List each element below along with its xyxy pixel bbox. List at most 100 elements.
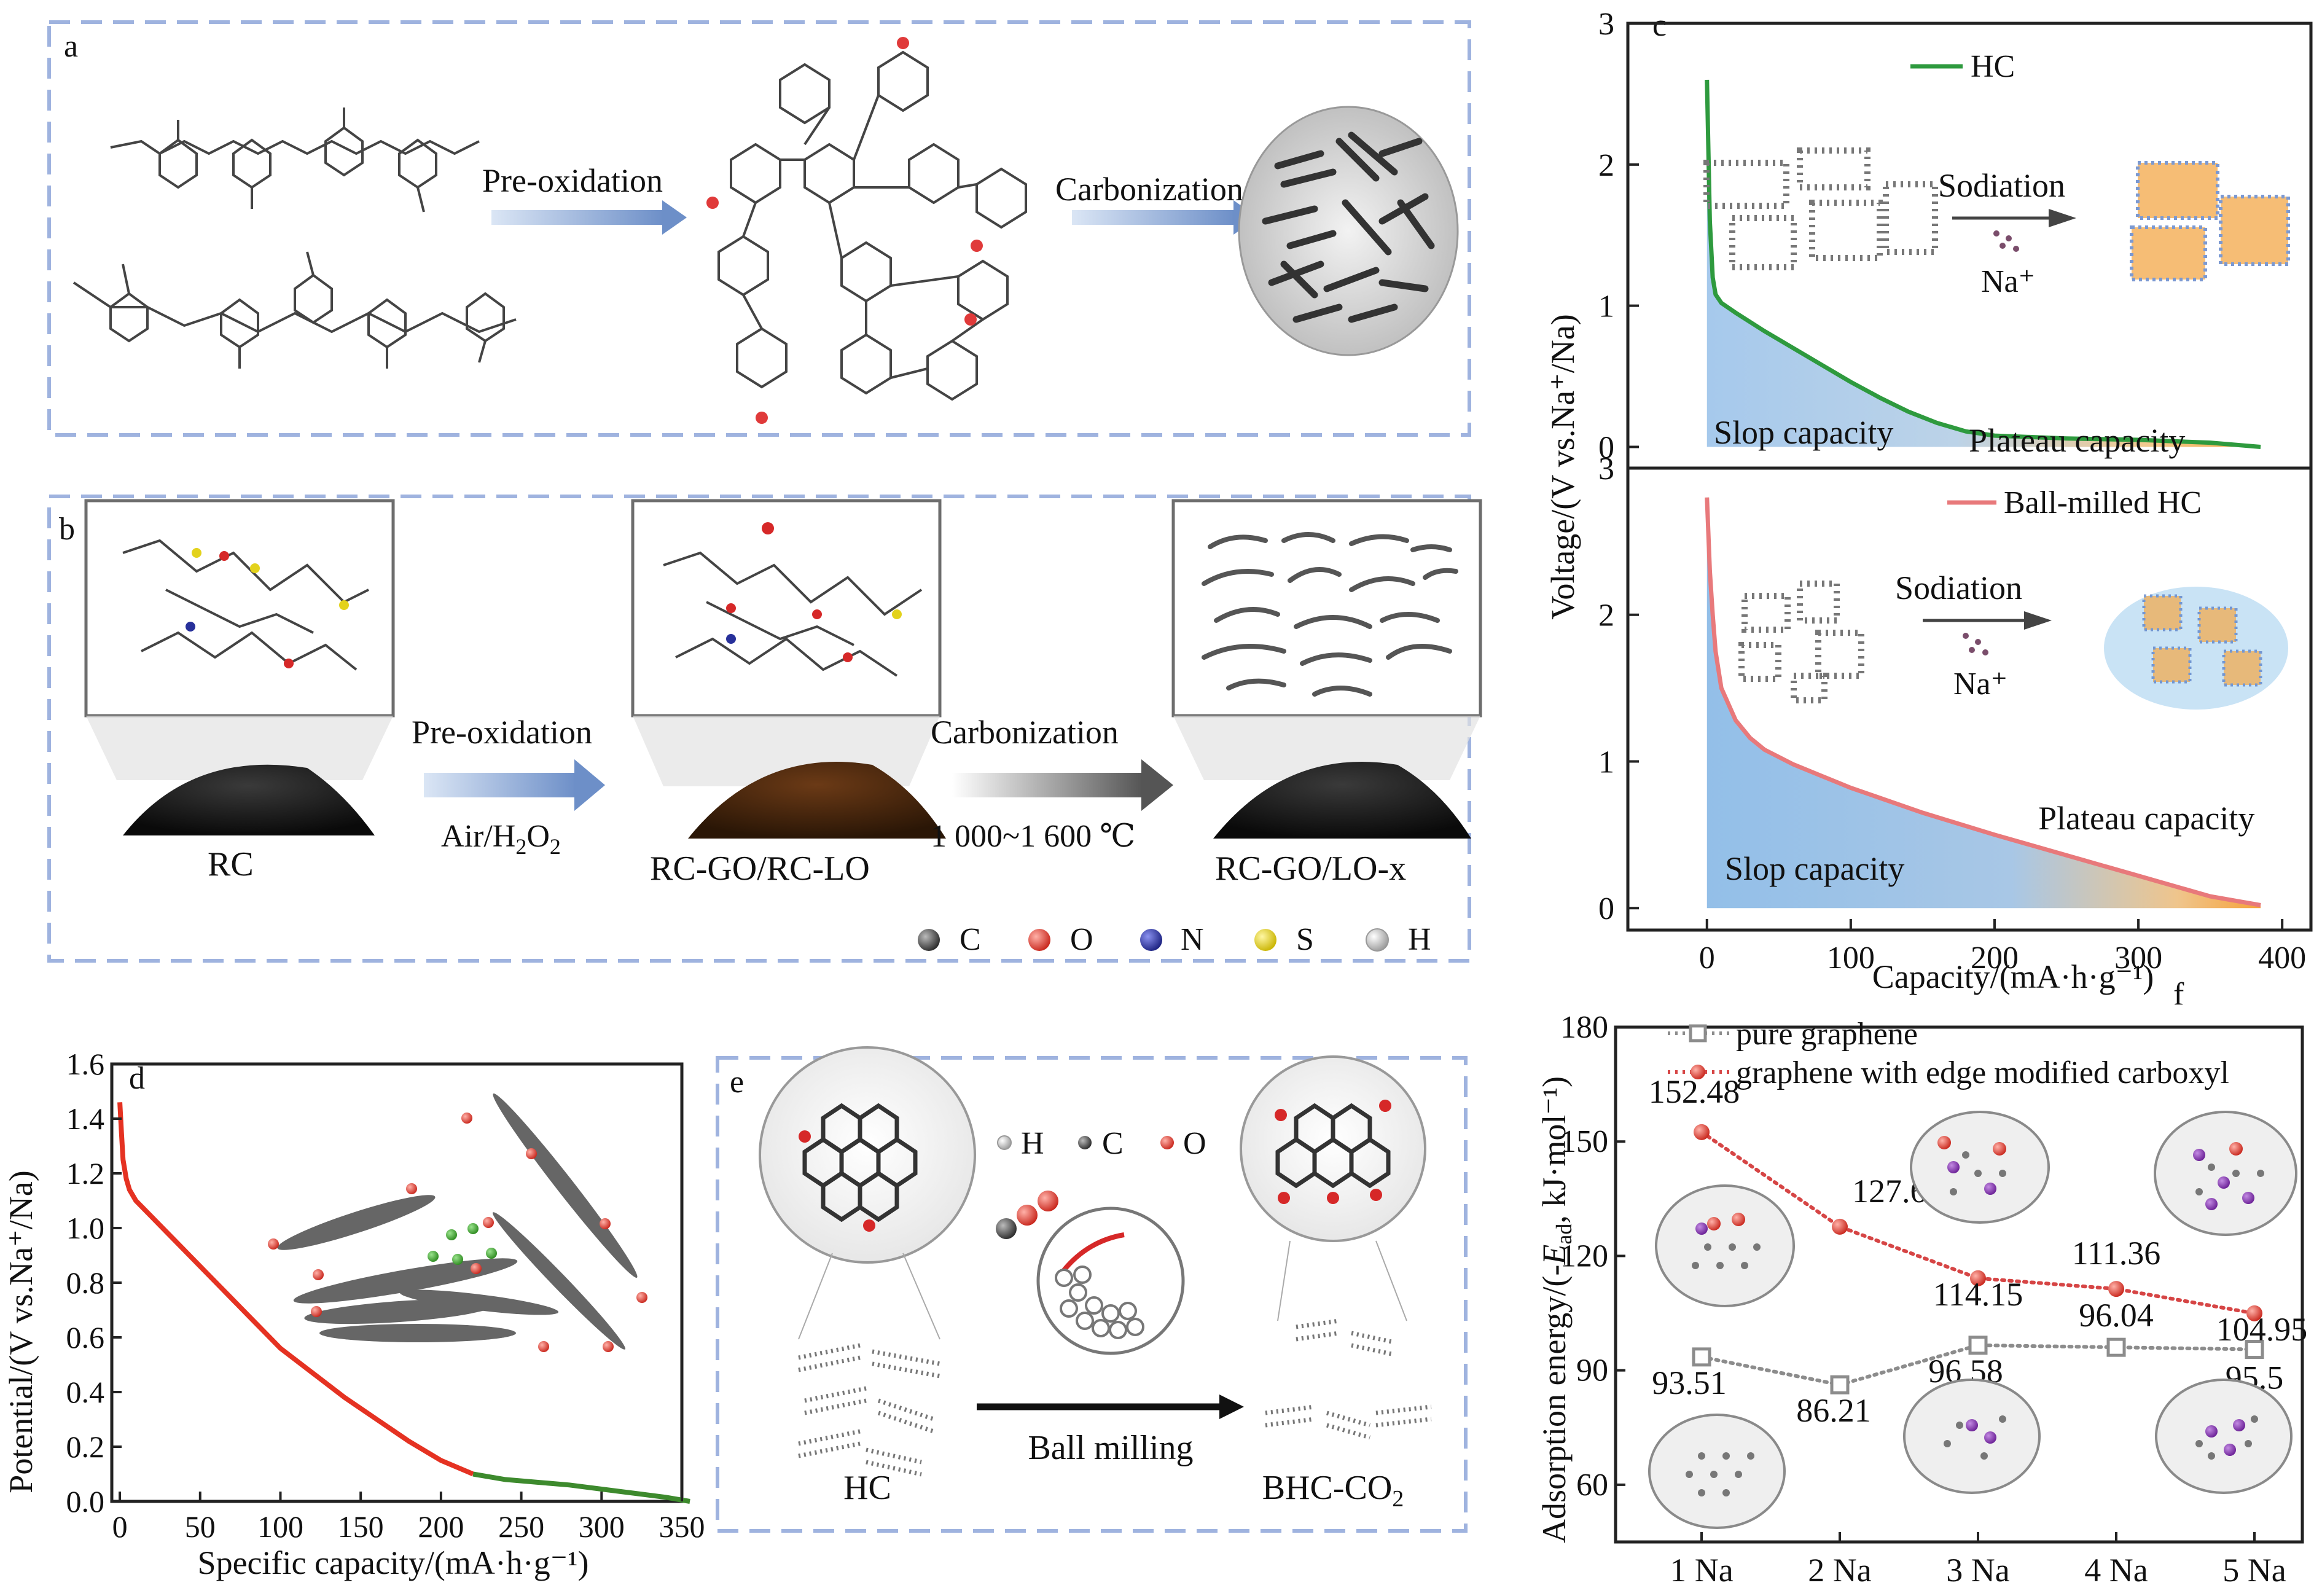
carbonization-arrow bbox=[1072, 200, 1258, 235]
sodiated-hc-icon bbox=[2130, 161, 2290, 281]
x-tick-label: 150 bbox=[338, 1509, 384, 1544]
panel-d-ylabel: Potential/(V vs.Na⁺/Na) bbox=[2, 1170, 39, 1493]
sodiation-arrowhead-top bbox=[2049, 209, 2076, 227]
series-line bbox=[1700, 1343, 2256, 1387]
oxidized-network bbox=[717, 50, 1027, 401]
panel-a: a Pre-oxidation bbox=[47, 20, 1471, 437]
panel-b: b bbox=[47, 495, 1482, 963]
data-point-pure-graphene bbox=[1692, 1347, 1711, 1367]
series-line bbox=[117, 1102, 474, 1477]
hc-graphene-sphere bbox=[759, 1046, 976, 1264]
panel-c-label: c bbox=[1652, 8, 1667, 43]
data-point-pure-graphene bbox=[1830, 1375, 1850, 1395]
legend-carboxyl-marker bbox=[1691, 1065, 1705, 1079]
series-line bbox=[472, 1471, 690, 1504]
y-tick-label: 0 bbox=[1598, 431, 1614, 466]
legend-s: S bbox=[1296, 922, 1314, 957]
data-label-carboxyl-graphene: 104.95 bbox=[2216, 1311, 2308, 1348]
ball-milling-label: Ball milling bbox=[1028, 1429, 1193, 1467]
data-point-pure-graphene bbox=[2245, 1340, 2264, 1359]
model-atoms bbox=[1695, 1136, 2254, 1456]
ball-milling-arrowhead bbox=[1219, 1395, 1244, 1419]
panel-c-ylabel: Voltage/(V vs.Na⁺/Na) bbox=[1544, 314, 1581, 619]
y-tick-label: 120 bbox=[1560, 1238, 1608, 1273]
carbon-ball-icon bbox=[918, 929, 940, 951]
data-point-carboxyl-graphene bbox=[1970, 1270, 1986, 1286]
carbonization-label-b: Carbonization bbox=[931, 714, 1119, 751]
sodiation-label-bottom: Sodiation bbox=[1895, 569, 2022, 606]
carbonization-label: Carbonization bbox=[1055, 171, 1243, 208]
hydrogen-ball-icon bbox=[1366, 928, 1389, 952]
element-legend: C O N S H bbox=[918, 922, 1431, 957]
data-label-pure-graphene: 96.04 bbox=[2079, 1297, 2154, 1334]
ball-mill-jar-icon bbox=[1036, 1207, 1185, 1355]
plateau-label-bottom: Plateau capacity bbox=[2038, 800, 2254, 837]
x-tick-label: 5 Na bbox=[2222, 1552, 2286, 1589]
y-tick-label: 1.6 bbox=[66, 1047, 105, 1081]
rc-go-powder-pile bbox=[688, 762, 946, 839]
hard-carbon-oval bbox=[1238, 106, 1459, 356]
y-tick-label: 0.6 bbox=[66, 1320, 105, 1355]
data-label-pure-graphene: 86.21 bbox=[1796, 1392, 1871, 1429]
cooh-marker bbox=[756, 412, 768, 424]
co2-molecule-icon bbox=[996, 1191, 1058, 1239]
polymer-chains bbox=[72, 108, 517, 369]
legend-carboxyl-graphene: graphene with edge modified carboxyl bbox=[1736, 1055, 2229, 1090]
y-tick-label: 0 bbox=[1598, 891, 1614, 926]
series-line bbox=[1705, 79, 2261, 450]
na-ion-label-bottom: Na⁺ bbox=[1953, 667, 2007, 702]
rc-go-lo-x-powder-pile bbox=[1213, 762, 1471, 839]
x-tick-label: 250 bbox=[498, 1509, 544, 1544]
series-line bbox=[1705, 497, 2261, 907]
x-tick-label: 300 bbox=[2114, 941, 2162, 976]
legend-pure-graphene: pure graphene bbox=[1736, 1017, 1918, 1052]
y-tick-label: 0.8 bbox=[66, 1265, 105, 1300]
legend-pure-graphene-marker bbox=[1689, 1024, 1707, 1042]
data-point-carboxyl-graphene bbox=[1832, 1218, 1848, 1235]
plateau-label-top: Plateau capacity bbox=[1969, 422, 2185, 459]
x-tick-label: 2 Na bbox=[1808, 1552, 1871, 1589]
panel-f-ylabel: Adsorption energy/(-Ead, kJ·mol⁻¹) bbox=[1536, 1076, 1576, 1543]
panel-c-xlabel: Capacity/(mA·h·g⁻¹) bbox=[1872, 958, 2154, 995]
rc-go-molecule-box bbox=[631, 499, 942, 786]
y-tick-label: 0.4 bbox=[66, 1375, 105, 1409]
preoxidation-arrow-b bbox=[424, 759, 605, 811]
sample-rc-go-label: RC-GO/RC-LO bbox=[650, 850, 870, 888]
legend-e-h: H bbox=[1021, 1126, 1044, 1161]
preoxidation-label-b: Pre-oxidation bbox=[412, 714, 592, 751]
adsorption-models bbox=[1648, 1111, 2297, 1529]
legend-h: H bbox=[1408, 922, 1431, 957]
rc-powder-pile bbox=[123, 764, 375, 835]
y-tick-label: 3 bbox=[1598, 7, 1614, 42]
graphene-sheets-inset bbox=[277, 1093, 638, 1350]
legend-n: N bbox=[1181, 922, 1204, 957]
series-line bbox=[1700, 1130, 2256, 1315]
temperature-label: 1 000~1 600 ℃ bbox=[931, 819, 1135, 854]
sodiation-label-top: Sodiation bbox=[1938, 167, 2065, 204]
sodiated-bmhc-icon bbox=[2104, 587, 2288, 710]
y-tick-label: 1.0 bbox=[66, 1211, 105, 1245]
x-tick-label: 200 bbox=[1971, 941, 2019, 976]
y-tick-label: 0.0 bbox=[66, 1484, 105, 1519]
legend-bmhc: Ball-milled HC bbox=[2004, 485, 2202, 520]
x-tick-label: 1 Na bbox=[1670, 1552, 1733, 1589]
data-label-carboxyl-graphene: 111.36 bbox=[2072, 1235, 2161, 1272]
panel-b-frame bbox=[47, 495, 1471, 963]
x-tick-label: 300 bbox=[579, 1509, 625, 1544]
cooh-marker bbox=[897, 37, 909, 49]
x-tick-label: 200 bbox=[418, 1509, 464, 1544]
plot-frame bbox=[1626, 466, 2313, 932]
na-ions-top bbox=[1993, 230, 2019, 252]
x-tick-label: 400 bbox=[2258, 941, 2306, 976]
panel-d-xlabel: Specific capacity/(mA·h·g⁻¹) bbox=[198, 1544, 589, 1581]
x-tick-label: 100 bbox=[1827, 941, 1875, 976]
y-tick-label: 1 bbox=[1598, 289, 1614, 324]
sulfur-ball-icon bbox=[1254, 929, 1276, 951]
data-point-carboxyl-graphene bbox=[1694, 1124, 1710, 1140]
y-tick-label: 1.2 bbox=[66, 1156, 105, 1191]
